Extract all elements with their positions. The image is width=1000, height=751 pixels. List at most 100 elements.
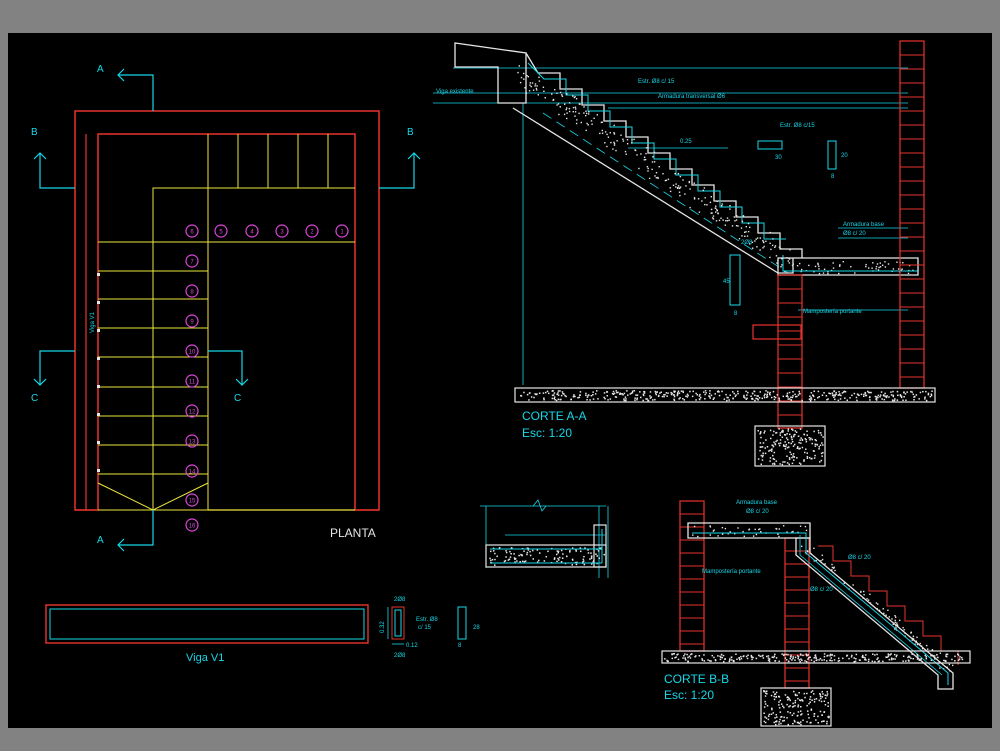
concrete-dot [902, 262, 903, 263]
concrete-dot [644, 159, 645, 160]
concrete-dot [637, 395, 639, 397]
concrete-dot [586, 113, 587, 114]
concrete-dot [581, 122, 582, 123]
concrete-dot [781, 703, 783, 705]
concrete-dot [684, 399, 686, 401]
concrete-dot [815, 445, 817, 447]
concrete-dot [769, 460, 771, 462]
concrete-dot [604, 554, 606, 556]
concrete-dot [742, 531, 743, 532]
concrete-dot [893, 658, 895, 660]
concrete-dot [902, 627, 903, 628]
concrete-dot [529, 551, 531, 553]
concrete-dot [871, 268, 872, 269]
concrete-dot [597, 114, 598, 115]
concrete-dot [705, 390, 707, 392]
concrete-dot [591, 120, 592, 121]
concrete-dot [785, 657, 787, 659]
concrete-dot [679, 392, 681, 394]
concrete-dot [822, 559, 823, 560]
concrete-dot [824, 701, 826, 703]
concrete-dot [689, 656, 691, 658]
concrete-dot [533, 90, 534, 91]
concrete-dot [920, 643, 921, 644]
concrete-dot [793, 456, 795, 458]
concrete-dot [862, 656, 864, 658]
concrete-dot [908, 273, 909, 274]
concrete-dot [865, 392, 867, 394]
concrete-dot [814, 457, 816, 459]
concrete-dot [818, 659, 820, 661]
concrete-dot [805, 439, 807, 441]
concrete-dot [807, 434, 809, 436]
concrete-dot [876, 396, 878, 398]
concrete-dot [543, 399, 545, 401]
concrete-dot [506, 552, 508, 554]
concrete-dot [608, 137, 609, 138]
bb-note-base-rebar-2: Ø8 c/ 20 [746, 509, 769, 515]
concrete-dot [768, 655, 770, 657]
concrete-dot [891, 659, 893, 661]
concrete-dot [766, 394, 768, 396]
concrete-dot [812, 439, 814, 441]
concrete-dot [771, 695, 773, 697]
concrete-dot [896, 656, 898, 658]
concrete-dot [538, 94, 539, 95]
concrete-dot [825, 697, 827, 699]
concrete-dot [800, 428, 802, 430]
brick-outline [778, 275, 802, 428]
concrete-dot [639, 391, 641, 393]
concrete-dot [814, 657, 816, 659]
concrete-dot [959, 656, 961, 658]
section-bb-brick-wall-mid [785, 538, 809, 688]
concrete-dot [728, 220, 729, 221]
concrete-dot [760, 442, 762, 444]
concrete-dot [880, 266, 881, 267]
concrete-dot [674, 391, 676, 393]
concrete-dot [685, 657, 687, 659]
concrete-dot [532, 550, 534, 552]
concrete-dot [721, 654, 723, 656]
concrete-dot [678, 173, 679, 174]
concrete-dot [826, 723, 828, 725]
concrete-dot [775, 444, 777, 446]
concrete-dot [764, 706, 766, 708]
concrete-dot [614, 393, 616, 395]
concrete-dot [896, 622, 897, 623]
concrete-dot [741, 235, 742, 236]
concrete-dot [713, 215, 714, 216]
concrete-dot [794, 394, 796, 396]
concrete-dot [575, 107, 576, 108]
concrete-dot [737, 527, 738, 528]
concrete-dot [610, 142, 611, 143]
concrete-dot [522, 561, 524, 563]
concrete-dot [648, 400, 650, 402]
concrete-dot [764, 701, 766, 703]
concrete-dot [821, 442, 823, 444]
concrete-dot [523, 79, 524, 80]
concrete-dot [729, 205, 730, 206]
concrete-dot [764, 394, 766, 396]
concrete-dot [801, 269, 802, 270]
concrete-dot [642, 400, 644, 402]
concrete-dot [751, 655, 753, 657]
concrete-dot [760, 391, 762, 393]
aa-note-top-rebar: 2Ø8 [741, 240, 753, 246]
concrete-dot [579, 397, 581, 399]
concrete-dot [554, 557, 556, 559]
concrete-dot [556, 104, 557, 105]
concrete-dot [715, 393, 717, 395]
concrete-dot [913, 399, 915, 401]
concrete-dot [792, 463, 794, 465]
concrete-dot [793, 434, 795, 436]
concrete-dot [677, 654, 679, 656]
concrete-dot [835, 392, 837, 394]
concrete-dot [892, 399, 894, 401]
step-marker-number: 9 [190, 320, 194, 326]
concrete-dot [597, 555, 599, 557]
concrete-dot [878, 395, 880, 397]
bb-note-rebar-2: Ø8 c/ 20 [810, 587, 833, 593]
plan-post [97, 273, 100, 276]
concrete-dot [677, 187, 678, 188]
concrete-dot [885, 266, 886, 267]
